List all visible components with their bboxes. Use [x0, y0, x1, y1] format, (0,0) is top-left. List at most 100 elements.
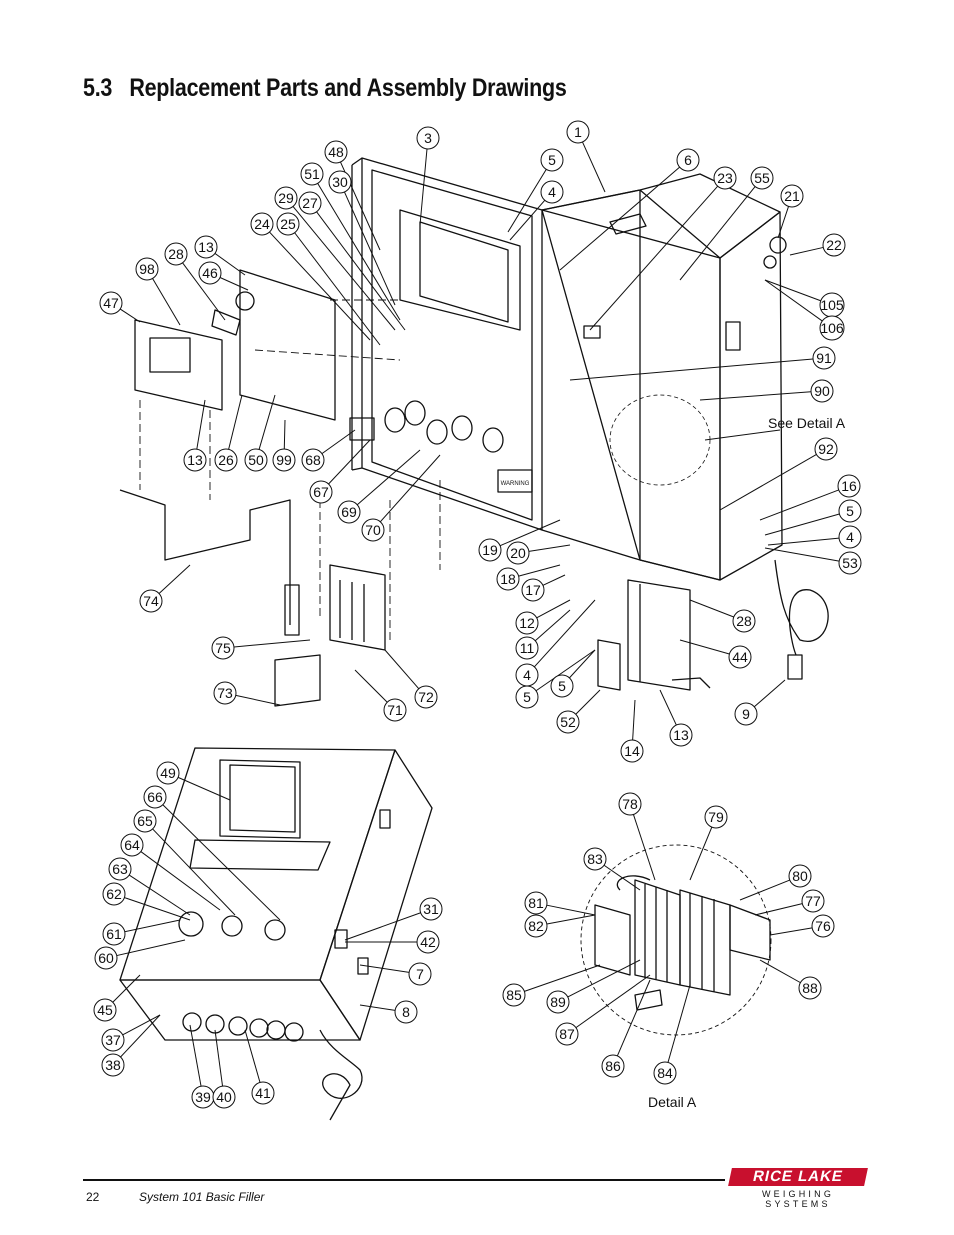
callout-bubble	[521, 578, 545, 602]
callout-leader	[196, 399, 206, 450]
page-number: 22	[86, 1190, 100, 1204]
callout-bubble	[120, 833, 144, 857]
callout-number: 42	[420, 934, 436, 950]
callout-bubble	[416, 126, 440, 150]
callout-number: 61	[106, 926, 122, 942]
callout-leader	[528, 544, 571, 552]
callout-number: 41	[255, 1085, 271, 1101]
callout-number: 13	[673, 727, 689, 743]
callout-leader	[589, 185, 719, 331]
callout-bubble	[819, 315, 845, 341]
callout-leader	[616, 979, 651, 1057]
callout-bubble	[750, 166, 774, 190]
callout-leader	[344, 191, 396, 306]
ribbon-cable	[119, 489, 300, 636]
callout-leader	[379, 454, 441, 523]
callout-number: 16	[841, 478, 857, 494]
callout-number: 5	[558, 678, 566, 694]
callout-bubble	[213, 681, 237, 705]
callout-bubble	[361, 518, 385, 542]
warning-label: WARNING	[497, 469, 533, 493]
dashed-leaders	[139, 299, 441, 640]
callout-bubble	[212, 1085, 236, 1109]
callout-bubble	[822, 233, 846, 257]
callout-bubble	[274, 186, 298, 210]
callout-leader	[283, 419, 286, 450]
callout-bubble	[620, 739, 644, 763]
callout-number: 28	[168, 246, 184, 262]
callout-leader	[316, 211, 406, 331]
callout-number: 29	[278, 190, 294, 206]
callout-bubble	[713, 166, 737, 190]
callout-bubble	[801, 889, 825, 913]
callout-leader	[384, 649, 420, 690]
callout-leader	[667, 984, 691, 1063]
callout-number: 20	[510, 545, 526, 561]
callout-leader	[321, 429, 356, 455]
callout-bubble	[272, 448, 296, 472]
callout-bubble	[734, 702, 758, 726]
callout-leader	[689, 599, 734, 618]
callout-number: 91	[816, 350, 832, 366]
callout-leader	[679, 639, 730, 655]
callout-leader	[294, 232, 381, 346]
callout-bubble	[414, 685, 438, 709]
callout-number: 4	[846, 529, 854, 545]
callout-bubble	[276, 212, 300, 236]
callout-number: 86	[605, 1058, 621, 1074]
callout-leader	[546, 904, 596, 916]
callout-leader	[228, 394, 243, 450]
callout-leader	[739, 879, 790, 901]
callout-number: 77	[805, 893, 821, 909]
callout-leader	[575, 974, 651, 1029]
callout-number: 74	[143, 593, 159, 609]
callout-leader	[189, 1024, 202, 1087]
callout-number: 67	[313, 484, 329, 500]
footer-rule	[83, 1179, 725, 1181]
callout-bubble	[416, 930, 440, 954]
callout-number: 23	[717, 170, 733, 186]
callout-bubble	[300, 162, 324, 186]
callout-bubble	[101, 1028, 125, 1052]
callout-bubble	[540, 180, 564, 204]
callout-leader	[764, 279, 824, 323]
callout-number: 45	[97, 1002, 113, 1018]
callout-number: 39	[195, 1089, 211, 1105]
callout-leader	[112, 974, 141, 1003]
callout-bubble	[211, 636, 235, 660]
callout-number: 87	[559, 1026, 575, 1042]
section-title: Replacement Parts and Assembly Drawings	[129, 74, 567, 102]
callout-bubble	[337, 500, 361, 524]
callout-bubble	[814, 437, 838, 461]
callout-number: 8	[402, 1004, 410, 1020]
callout-bubble	[194, 235, 218, 259]
callout-bubble	[546, 990, 570, 1014]
callout-number: 7	[416, 966, 424, 982]
callout-bubble	[515, 685, 539, 709]
circuit-boards	[134, 269, 336, 421]
callout-number: 9	[742, 706, 750, 722]
callout-leader	[140, 851, 221, 911]
callout-leader	[344, 912, 421, 941]
callout-number: 92	[818, 441, 834, 457]
callout-bubble	[524, 914, 548, 938]
callout-bubble	[102, 922, 126, 946]
callout-leader	[777, 206, 789, 239]
callout-bubble	[478, 538, 502, 562]
callout-bubble	[183, 448, 207, 472]
callout-leader	[120, 1014, 161, 1058]
callout-number: 14	[624, 743, 640, 759]
callout-bubble	[133, 809, 157, 833]
callout-leader	[632, 814, 656, 881]
doc-title: System 101 Basic Filler	[139, 1190, 265, 1204]
callout-bubble	[394, 1000, 418, 1024]
callout-number: 65	[137, 813, 153, 829]
callout-leader	[582, 141, 606, 193]
callout-number: 85	[506, 987, 522, 1003]
callout-number: 82	[528, 918, 544, 934]
callout-number: 12	[519, 615, 535, 631]
callout-number: 55	[754, 170, 770, 186]
callout-leader	[546, 914, 596, 925]
callout-leader	[235, 694, 281, 706]
